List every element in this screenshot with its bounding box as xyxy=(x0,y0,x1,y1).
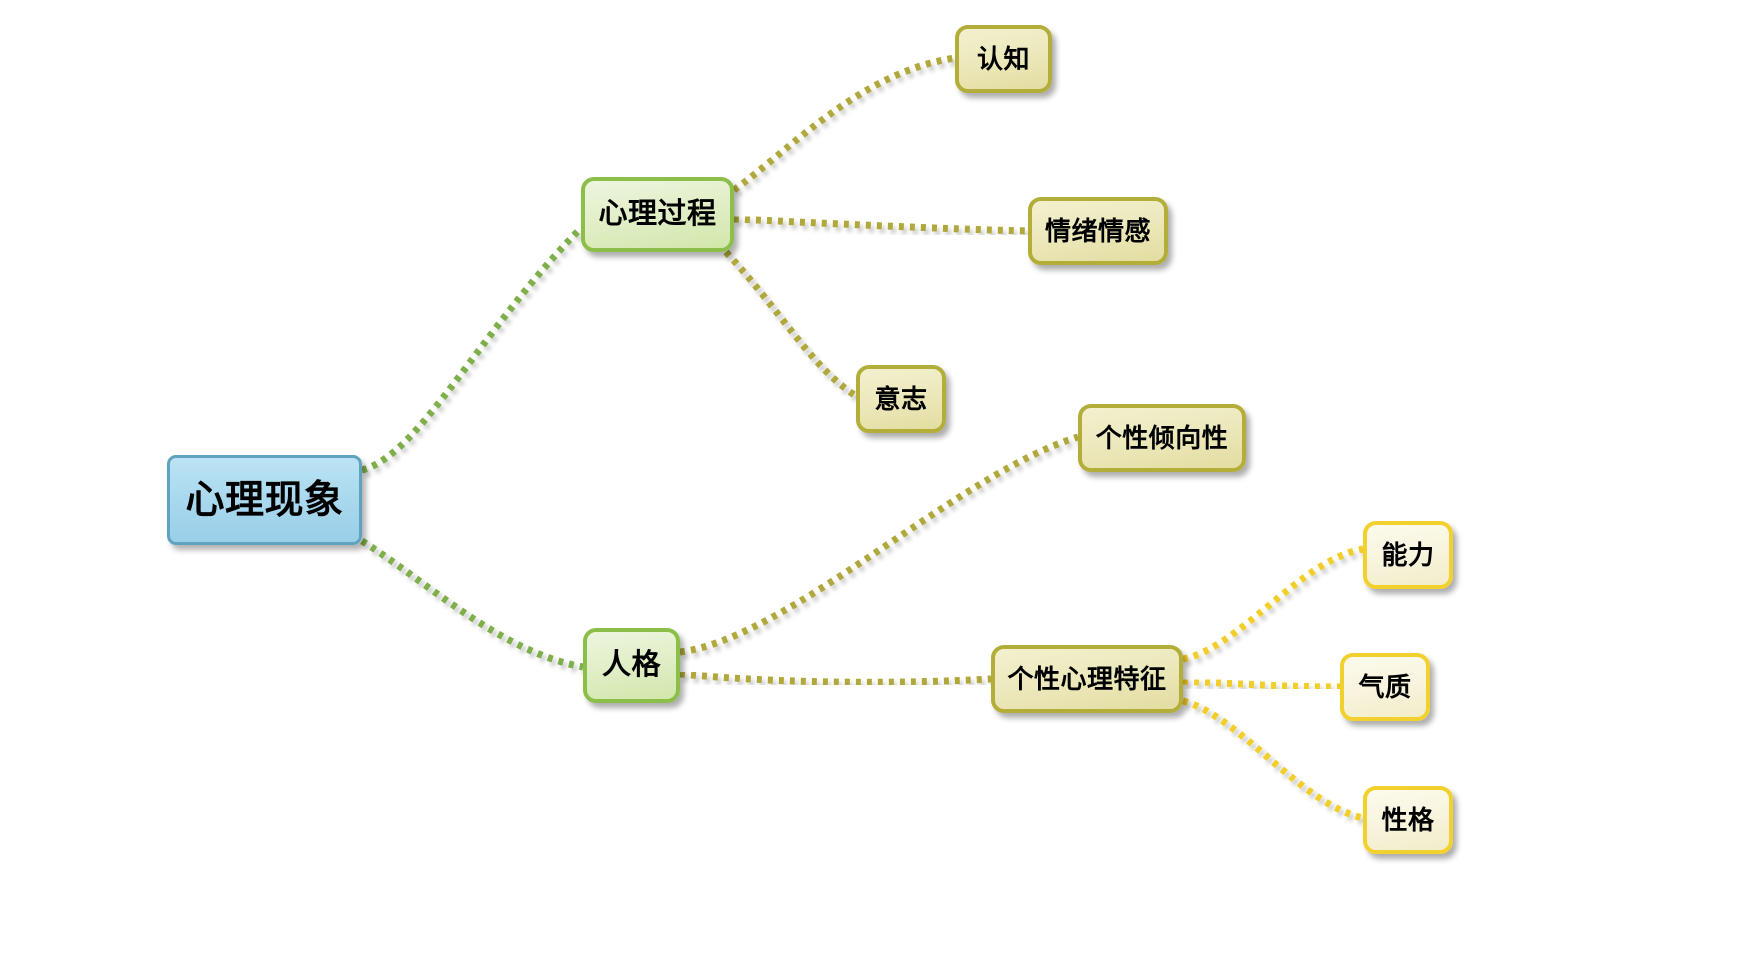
connector-traits-to-character xyxy=(1182,697,1364,822)
node-label-ability: 能力 xyxy=(1381,540,1435,570)
node-label-cognition: 认知 xyxy=(976,44,1030,74)
connector-mental-process-to-cognition xyxy=(731,54,956,193)
connector-personality-to-tendency xyxy=(679,433,1079,656)
node-label-temperament: 气质 xyxy=(1358,672,1412,702)
node-personality-tendency[interactable]: 个性倾向性 xyxy=(1078,404,1246,472)
connector-root-to-mental-process xyxy=(360,225,584,474)
node-label-personality: 人格 xyxy=(601,649,661,681)
node-label-mental-process: 心理过程 xyxy=(598,198,717,230)
node-will[interactable]: 意志 xyxy=(856,365,946,433)
connector-root-to-personality xyxy=(360,538,584,671)
node-personality[interactable]: 人格 xyxy=(583,628,680,703)
connector-traits-to-ability xyxy=(1182,545,1364,663)
connector-mental-process-to-will xyxy=(723,249,858,399)
node-label-root: 心理现象 xyxy=(185,478,344,522)
connector-traits-to-temperament xyxy=(1182,677,1341,691)
node-character[interactable]: 性格 xyxy=(1363,786,1453,854)
node-emotion[interactable]: 情绪情感 xyxy=(1028,197,1168,265)
connector-mental-process-to-emotion xyxy=(733,215,1029,235)
node-mental-process[interactable]: 心理过程 xyxy=(581,177,734,252)
node-personality-traits[interactable]: 个性心理特征 xyxy=(991,645,1183,713)
connector-personality-to-traits xyxy=(679,670,992,686)
node-root[interactable]: 心理现象 xyxy=(167,455,362,545)
node-ability[interactable]: 能力 xyxy=(1363,521,1453,589)
node-cognition[interactable]: 认知 xyxy=(955,25,1052,93)
node-label-character: 性格 xyxy=(1381,805,1435,835)
node-label-emotion: 情绪情感 xyxy=(1044,216,1151,246)
node-label-will: 意志 xyxy=(874,384,928,414)
node-label-personality-traits: 个性心理特征 xyxy=(1007,664,1167,694)
node-label-personality-tendency: 个性倾向性 xyxy=(1095,423,1229,453)
node-temperament[interactable]: 气质 xyxy=(1340,653,1430,721)
